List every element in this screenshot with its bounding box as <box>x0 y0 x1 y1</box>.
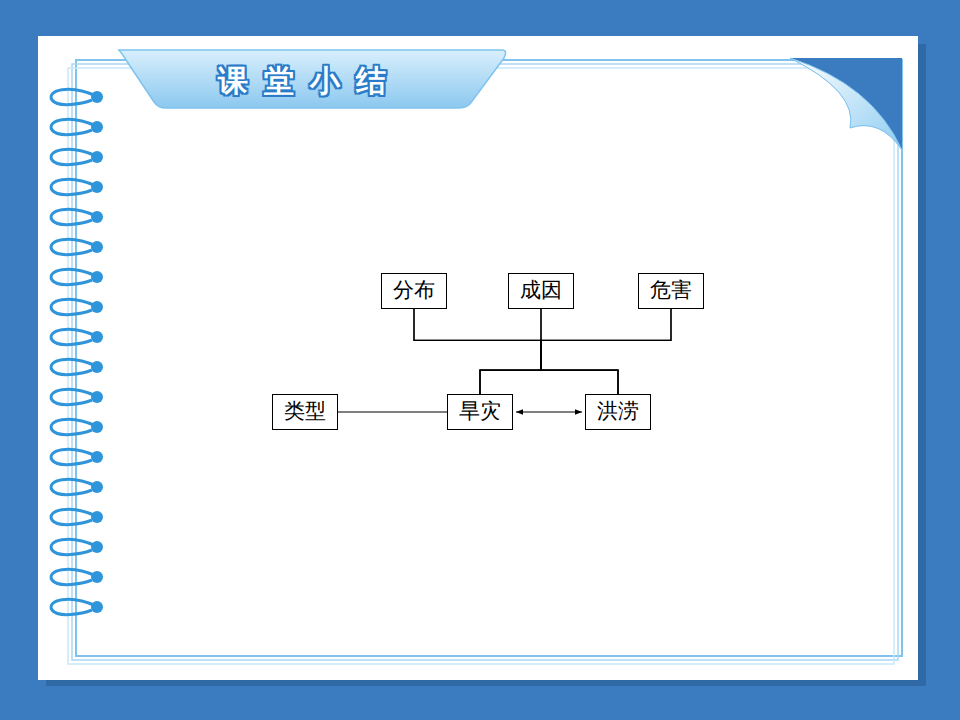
term-box: 旱灾 <box>447 394 513 430</box>
ring-hole <box>91 601 103 613</box>
page-frame <box>76 60 902 656</box>
spiral-ring <box>51 269 96 284</box>
ring-hole <box>91 331 103 343</box>
ring-hole <box>91 271 103 283</box>
term-label: 旱灾 <box>459 400 501 423</box>
spiral-rings <box>51 89 103 614</box>
spiral-ring <box>51 539 96 554</box>
ring-hole <box>91 181 103 193</box>
term-box: 危害 <box>638 273 704 309</box>
spiral-ring <box>51 209 96 224</box>
connector-line <box>480 309 541 394</box>
spiral-ring <box>51 149 96 164</box>
slide-title: 课堂小结 <box>160 58 460 104</box>
ring-hole <box>91 361 103 373</box>
spiral-ring <box>51 359 96 374</box>
page-curl <box>790 58 902 150</box>
ring-hole <box>91 211 103 223</box>
spiral-ring <box>51 509 96 524</box>
ring-hole <box>91 391 103 403</box>
connector-line <box>414 309 541 394</box>
spiral-ring <box>51 599 96 614</box>
ring-hole <box>91 241 103 253</box>
spiral-ring <box>51 389 96 404</box>
term-label: 洪涝 <box>597 400 639 423</box>
connector-line <box>414 309 618 394</box>
notebook-page <box>38 36 918 680</box>
ring-hole <box>91 151 103 163</box>
term-label: 危害 <box>650 279 692 302</box>
spiral-ring <box>51 299 96 314</box>
title-tab <box>118 50 506 108</box>
spiral-ring <box>51 119 96 134</box>
page-corner-cut <box>790 58 902 150</box>
spiral-ring <box>51 419 96 434</box>
page-frame <box>68 68 894 664</box>
term-label: 成因 <box>520 279 562 302</box>
ring-hole <box>91 481 103 493</box>
term-box: 洪涝 <box>585 394 651 430</box>
term-box: 类型 <box>272 394 338 430</box>
ring-hole <box>91 571 103 583</box>
term-box: 成因 <box>508 273 574 309</box>
ring-hole <box>91 421 103 433</box>
ring-hole <box>91 511 103 523</box>
term-label: 分布 <box>393 279 435 302</box>
spiral-ring <box>51 89 96 104</box>
connector-line <box>480 309 671 394</box>
spiral-ring <box>51 179 96 194</box>
spiral-ring <box>51 239 96 254</box>
ring-hole <box>91 541 103 553</box>
connector-line <box>541 309 618 394</box>
ring-hole <box>91 301 103 313</box>
spiral-ring <box>51 479 96 494</box>
ring-hole <box>91 91 103 103</box>
ring-hole <box>91 451 103 463</box>
connector-line <box>541 309 671 394</box>
ring-hole <box>91 121 103 133</box>
term-label: 类型 <box>284 400 326 423</box>
spiral-ring <box>51 569 96 584</box>
page-frame <box>72 64 898 660</box>
term-box: 分布 <box>381 273 447 309</box>
connector-line <box>516 411 582 412</box>
spiral-ring <box>51 449 96 464</box>
connector-line <box>338 411 447 412</box>
spiral-ring <box>51 329 96 344</box>
